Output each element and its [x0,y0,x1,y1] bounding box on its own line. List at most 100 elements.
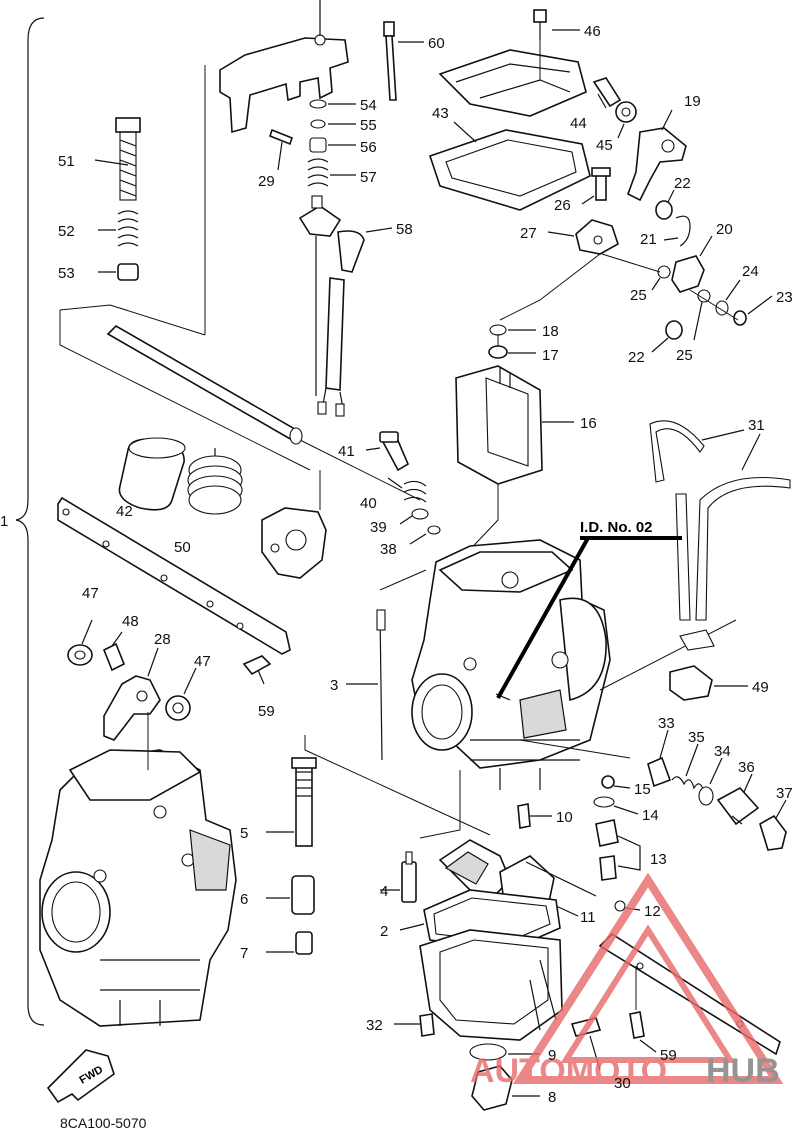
callout-56: 56 [360,139,377,156]
float-and-jets [380,839,641,951]
guide-lines-upper [59,65,421,510]
callout-18: 18 [542,323,559,340]
callout-47-left: 47 [82,585,99,602]
callout-59-bottom: 59 [660,1047,677,1064]
callout-55: 55 [360,117,377,134]
callout-labels: 4 2 3 5 6 7 8 9 10 11 12 13 14 15 16 17 … [58,23,793,1106]
guide-lines-left [147,712,491,836]
part-52-spring [98,210,139,247]
left-lever-parts [67,619,272,741]
part-32-screw [394,1013,435,1037]
automotohub-watermark: AUTOMOTO HUB [470,872,784,1090]
callout-22-bottom: 22 [628,349,645,366]
callout-31: 31 [748,417,765,434]
callout-3: 4 [380,883,388,900]
callout-21: 21 [640,231,657,248]
callout-51: 51 [58,153,75,170]
callout-30: 30 [614,1075,631,1092]
callout-46: 46 [584,23,601,40]
callout-36: 36 [738,759,755,776]
callout-49: 49 [752,679,769,696]
callout-5: 5 [240,825,248,842]
callout-39: 39 [370,519,387,536]
callout-38: 38 [380,541,397,558]
part-31-vent-hoses [649,420,791,621]
guide-lines-center [379,569,737,839]
parts-43-46-top-cover [428,9,591,211]
callout-20: 20 [716,221,733,238]
callout-43: 43 [432,105,449,122]
callout-58: 58 [396,221,413,238]
callout-27: 27 [520,225,537,242]
callout-59-left: 59 [258,703,275,720]
callout-16: 16 [580,415,597,432]
callout-15: 15 [634,781,651,798]
callout-14: 14 [642,807,659,824]
callout-6: 6 [240,891,248,908]
parts-20-25-link [499,189,773,353]
parts-54-57 [307,99,356,187]
part-60-strap [383,21,424,101]
callout-40: 40 [360,495,377,512]
throttle-cable-bracket [219,0,349,134]
callout-50: 50 [174,539,191,556]
callout-26: 26 [554,197,571,214]
callout-19: 19 [684,93,701,110]
callout-37: 37 [776,785,793,802]
drawing-code: 8CA100-5070 [60,1115,147,1131]
callout-48: 48 [122,613,139,630]
callout-24: 24 [742,263,759,280]
callout-53: 53 [58,265,75,282]
fwd-arrow: FWD [46,1049,115,1104]
link-plate [57,496,291,655]
callout-7: 7 [240,945,248,962]
callout-8: 8 [548,1089,556,1106]
part-42-collar [118,437,186,511]
parts-8-9-drain-plug [469,1043,540,1111]
callout-25-left: 25 [630,287,647,304]
parts-5-6-7 [266,757,317,955]
callout-28: 28 [154,631,171,648]
callout-1: 1 [0,513,8,530]
part-53-plug [98,263,139,281]
callout-22-top: 22 [674,175,691,192]
callout-60: 60 [428,35,445,52]
callout-29: 29 [258,173,275,190]
callout-23: 23 [776,289,793,306]
throttle-pulley [261,507,327,579]
part-51-screw [94,117,141,201]
callout-45: 45 [596,137,613,154]
callout-34: 34 [714,743,731,760]
callout-12: 12 [644,903,661,920]
throttle-shaft-rod [106,325,303,445]
callout-47-right: 47 [194,653,211,670]
id-number-text: I.D. No. 02 [580,519,653,536]
callout-13: 13 [650,851,667,868]
watermark-word-b: HUB [706,1052,780,1090]
parts-33-37 [647,729,787,851]
part-29-screw [269,128,293,171]
callout-10: 10 [556,809,573,826]
main-carburetor-body [411,539,611,790]
parts-17-18 [488,324,536,359]
parts-19-44-45 [592,77,687,202]
callout-17: 17 [542,347,559,364]
callout-57: 57 [360,169,377,186]
part-16-throttle-valve [455,365,574,561]
part-50-return-spring [187,448,243,515]
callout-35: 35 [688,729,705,746]
part-49-clip [669,629,748,701]
callout-41: 41 [338,443,355,460]
callout-25-right: 25 [676,347,693,364]
assembly-brace: 1 [0,17,45,1026]
callout-32: 32 [366,1017,383,1034]
float-bowl [419,929,563,1041]
callout-11: 11 [580,909,596,926]
callout-4: 3 [330,677,338,694]
callout-42: 42 [116,503,133,520]
callout-44: 44 [570,115,587,132]
callout-52: 52 [58,223,75,240]
part-58-fitting-hose [298,195,393,417]
part-4-jet-needle [346,609,386,761]
